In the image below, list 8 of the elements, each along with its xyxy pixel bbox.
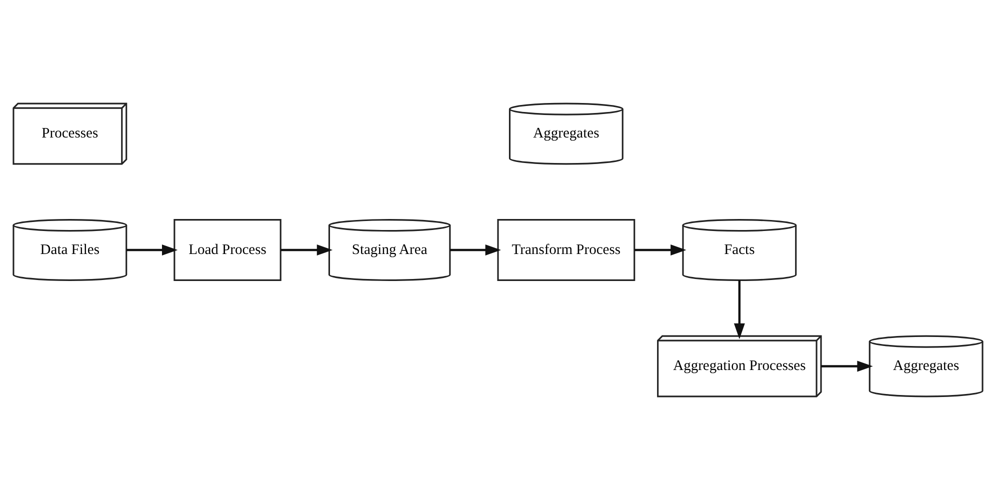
arrow [733,280,744,340]
arrow [634,244,686,256]
arrow [449,244,500,256]
node-box: Transform Process [496,219,635,281]
arrow [280,244,332,256]
node-box: Load Process [173,219,281,281]
arrow [820,360,872,372]
arrow [126,244,178,256]
